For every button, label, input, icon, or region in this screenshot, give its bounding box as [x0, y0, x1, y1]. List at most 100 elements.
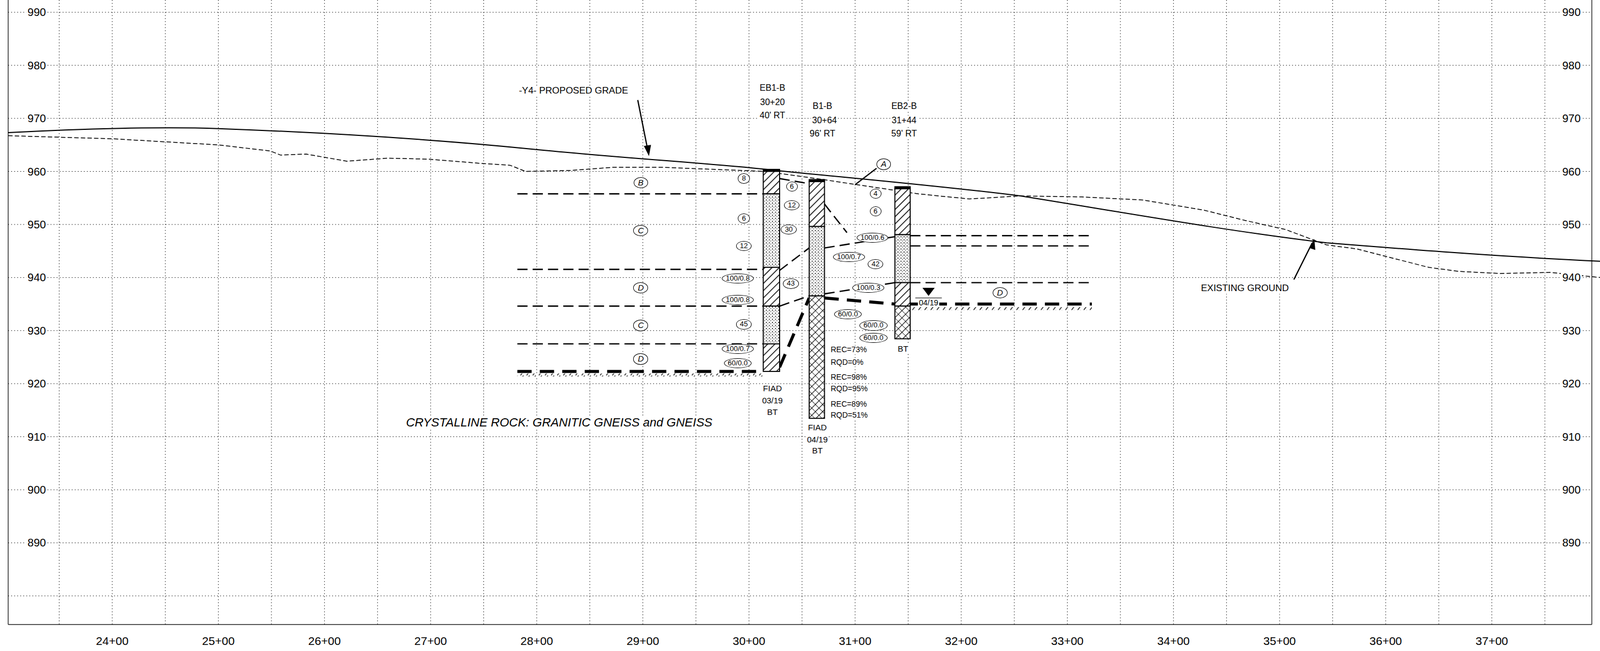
rock-label: CRYSTALLINE ROCK: GRANITIC GNEISS and GN…: [404, 416, 714, 430]
elevation-label: 890: [26, 536, 47, 549]
boring-offset: 40' RT: [758, 110, 787, 121]
grid-line: [1014, 0, 1015, 625]
elevation-label: 940: [26, 271, 47, 284]
station-label: 32+00: [943, 634, 979, 648]
boring-id: EB2-B: [890, 101, 918, 112]
node-text: 60/0.0: [727, 358, 748, 368]
elevation-label: 960: [1560, 165, 1582, 178]
grid-line: [1226, 0, 1227, 625]
grid-line: [1119, 0, 1121, 625]
elevation-label: 980: [26, 59, 47, 72]
node-text: C: [637, 225, 644, 236]
blow-count: 100/0.7: [833, 252, 865, 263]
station-label: 31+00: [837, 634, 873, 648]
station-label: 28+00: [519, 634, 554, 648]
blow-count: 30: [780, 224, 797, 235]
grid-line: [748, 0, 750, 625]
stratum-marker: A: [876, 158, 891, 171]
blow-count: 8: [737, 173, 750, 184]
grid-line: [111, 0, 113, 625]
node-text: 8: [741, 173, 746, 183]
station-label: 29+00: [625, 634, 661, 648]
station-label: 33+00: [1049, 634, 1085, 648]
station-label: 24+00: [94, 634, 130, 648]
node-text: 6: [741, 214, 746, 223]
stratum-marker: D: [992, 287, 1008, 299]
blow-count: 60/0.0: [834, 309, 862, 320]
elevation-label: 960: [26, 165, 47, 178]
grid-line: [8, 12, 1592, 13]
elevation-label: 930: [26, 324, 47, 337]
boring-id: B1-B: [811, 101, 834, 112]
blow-count: 60/0.0: [724, 358, 752, 369]
node-text: 42: [871, 259, 880, 269]
core-rqd: RQD=51%: [829, 411, 869, 420]
grid-line: [1438, 0, 1440, 625]
core-recovery: REC=73%: [829, 345, 869, 355]
node-text: 45: [739, 319, 748, 329]
water-date: 04/19: [917, 298, 940, 308]
stratum-marker: D: [633, 282, 649, 295]
node-text: 6: [873, 207, 878, 216]
blow-count: 100/0.6: [856, 232, 889, 243]
boring-note: BT: [896, 344, 910, 355]
station-label: 34+00: [1156, 634, 1191, 648]
elevation-label: 920: [26, 377, 47, 390]
elevation-label: 950: [26, 218, 47, 231]
grid-line: [8, 436, 1592, 438]
blow-count: 60/0.0: [859, 333, 887, 344]
elevation-label: 970: [26, 112, 47, 125]
grid-line: [1544, 0, 1545, 625]
grid-line: [58, 0, 60, 625]
node-text: D: [997, 287, 1004, 298]
node-text: C: [637, 320, 644, 330]
grid-line: [324, 0, 325, 625]
grid-line: [8, 490, 1592, 491]
core-recovery: REC=89%: [829, 400, 869, 409]
grid-line: [270, 0, 272, 625]
grid-line: [642, 0, 644, 625]
boring-note: BT: [811, 446, 824, 456]
boring-station: 31+44: [890, 115, 918, 126]
elevation-label: 910: [1560, 431, 1582, 444]
boring-note: 04/19: [806, 435, 830, 445]
station-label: 26+00: [307, 634, 342, 648]
elevation-label: 980: [1560, 59, 1582, 72]
node-text: A: [880, 159, 887, 169]
grid-line: [8, 595, 1592, 597]
grid-line: [483, 0, 484, 625]
boring-note: BT: [765, 407, 779, 418]
elevation-label: 970: [1560, 112, 1582, 125]
stratum-marker: D: [633, 353, 649, 366]
grid-line: [8, 64, 1592, 66]
node-text: 60/0.0: [837, 309, 858, 319]
grid-line: [801, 0, 803, 625]
boring-note: FIAD: [806, 423, 828, 433]
grid-line: [8, 330, 1592, 331]
grid-line: [1067, 0, 1068, 625]
node-text: D: [637, 283, 644, 293]
node-text: 100/0.8: [725, 274, 750, 283]
grid-line: [1279, 0, 1281, 625]
boring-note: 03/19: [760, 396, 785, 406]
station-label: 27+00: [413, 634, 449, 648]
elevation-label: 900: [26, 483, 47, 497]
node-text: 12: [739, 241, 748, 250]
grid-line: [8, 118, 1592, 119]
grid-line: [218, 0, 219, 625]
boring-offset: 59' RT: [890, 128, 918, 139]
core-rqd: RQD=0%: [829, 358, 865, 367]
blow-count: 6: [869, 206, 882, 217]
core-rqd: RQD=95%: [829, 384, 869, 394]
node-text: 60/0.0: [863, 333, 884, 342]
elevation-label: 910: [26, 431, 47, 444]
blow-count: 12: [784, 200, 800, 211]
node-text: 43: [786, 279, 795, 288]
node-text: 100/0.3: [856, 283, 880, 292]
node-text: B: [638, 177, 644, 188]
station-label: 35+00: [1262, 634, 1298, 648]
stratum-marker: C: [633, 225, 649, 237]
node-text: 12: [787, 200, 796, 210]
blow-count: 12: [736, 241, 752, 252]
